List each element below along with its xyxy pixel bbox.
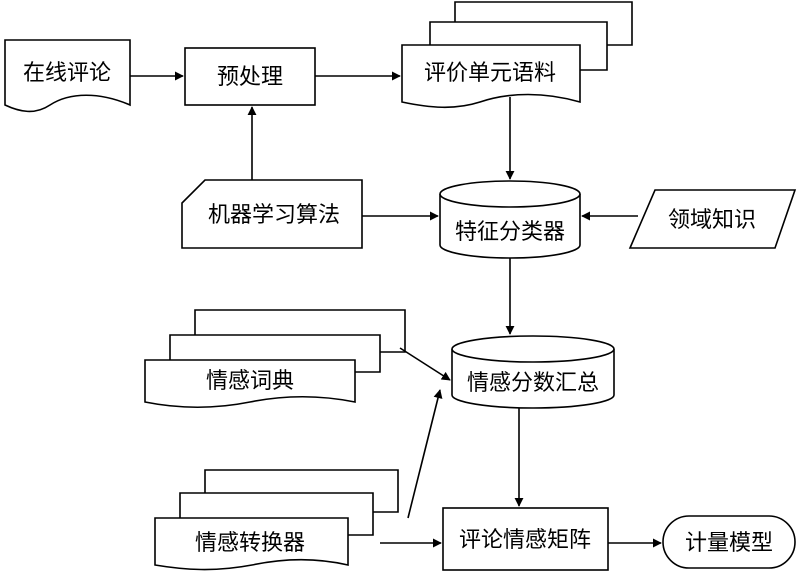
node-domain-knowledge-label: 领域知识 — [668, 208, 756, 233]
node-feature-classifier-label: 特征分类器 — [455, 220, 565, 245]
node-econometric-model-label: 计量模型 — [685, 531, 773, 556]
edge-sentiment-converter-to-sentiment-score-summary — [407, 389, 443, 519]
node-online-reviews: 在线评论 — [4, 39, 131, 113]
node-sentiment-score-summary: 情感分数汇总 — [451, 335, 615, 409]
node-ml-algorithm: 机器学习算法 — [181, 179, 363, 249]
node-econometric-model: 计量模型 — [662, 515, 796, 569]
node-review-sentiment-matrix-label: 评论情感矩阵 — [459, 528, 591, 553]
node-preprocessing: 预处理 — [184, 47, 316, 106]
node-sentiment-dictionary: 情感词典 — [144, 309, 406, 409]
node-online-reviews-label: 在线评论 — [23, 61, 111, 86]
node-review-sentiment-matrix: 评论情感矩阵 — [442, 507, 609, 571]
node-evaluation-corpus: 评价单元语料 — [401, 1, 633, 109]
node-sentiment-score-summary-label: 情感分数汇总 — [467, 371, 599, 396]
node-sentiment-dictionary-label: 情感词典 — [206, 369, 294, 394]
edge-sentiment-dictionary-to-sentiment-score-summary — [399, 347, 451, 381]
node-ml-algorithm-label: 机器学习算法 — [208, 203, 340, 228]
node-sentiment-converter-label: 情感转换器 — [195, 531, 305, 556]
node-preprocessing-label: 预处理 — [217, 65, 283, 90]
node-evaluation-corpus-label: 评价单元语料 — [424, 61, 556, 86]
node-sentiment-converter: 情感转换器 — [154, 469, 399, 571]
node-feature-classifier: 特征分类器 — [439, 180, 581, 259]
node-domain-knowledge: 领域知识 — [628, 189, 797, 249]
